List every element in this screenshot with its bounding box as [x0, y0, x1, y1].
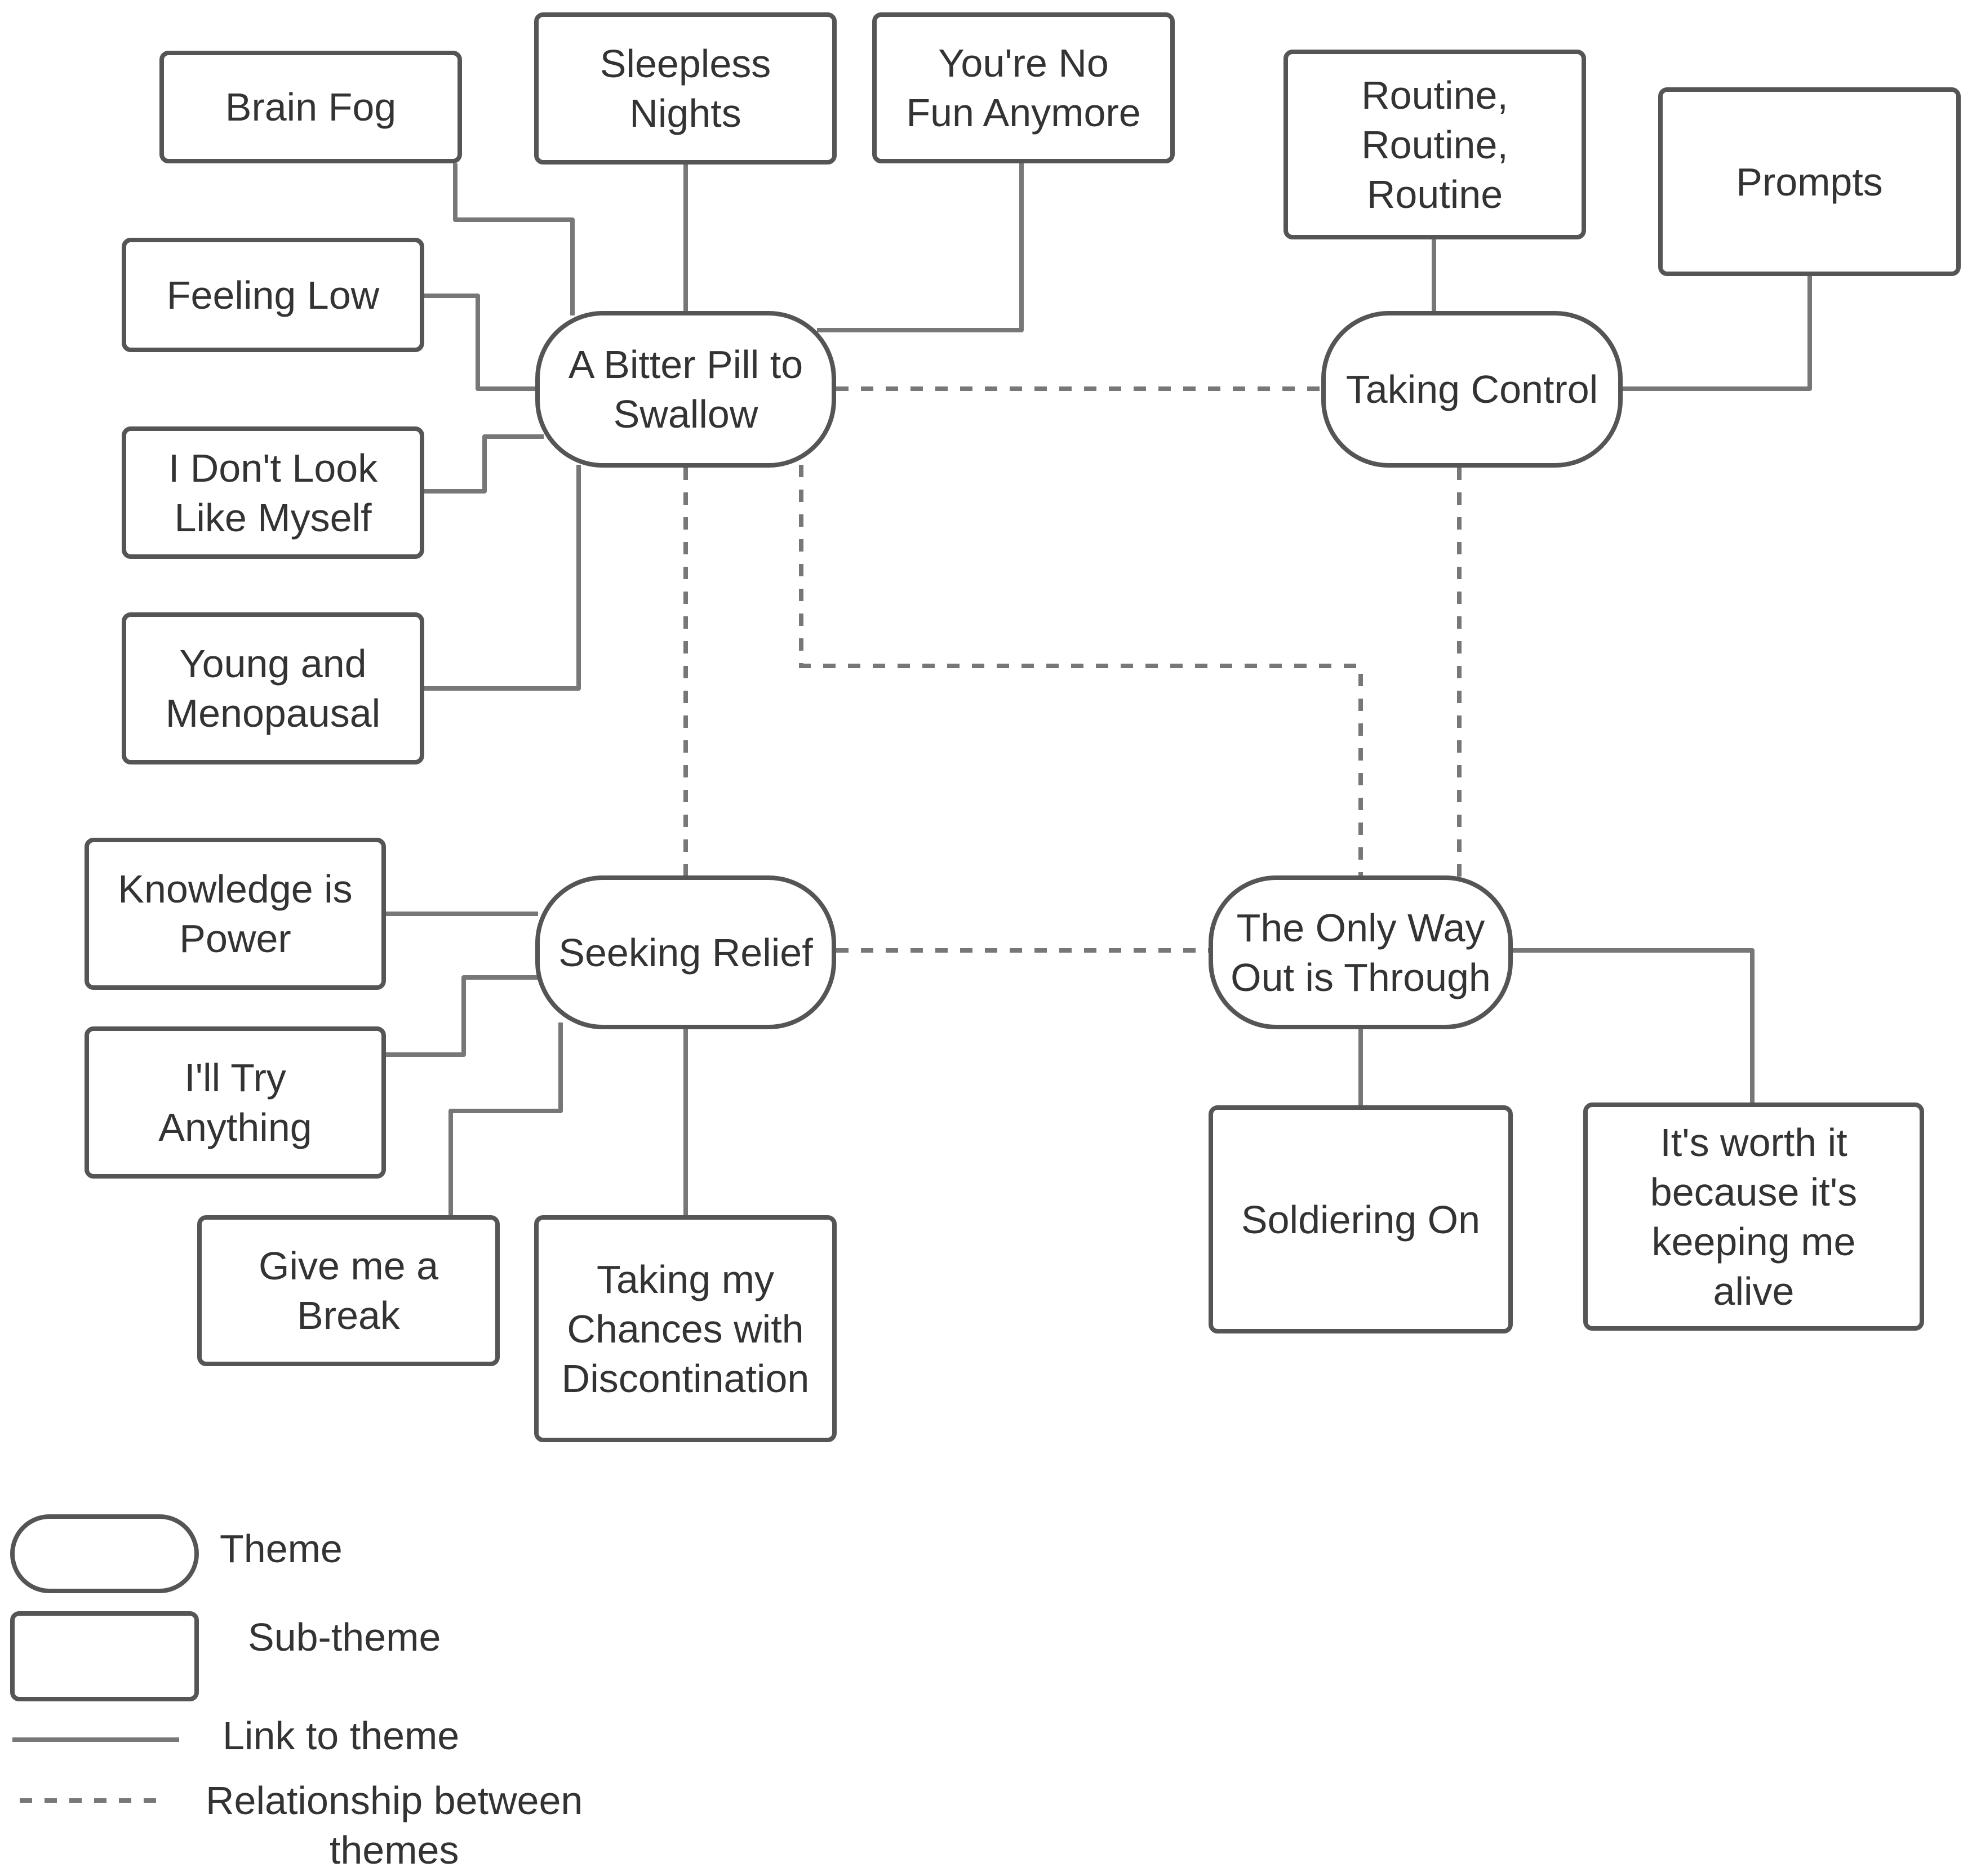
link-prompts: [1620, 276, 1812, 391]
subtheme-prompts: Prompts: [1658, 87, 1961, 276]
link-try-anything: [386, 975, 538, 1057]
theme-taking-control: Taking Control: [1321, 311, 1623, 468]
subtheme-give-me-a-break: Give me a Break: [197, 1215, 500, 1366]
link-brain-fog: [453, 163, 575, 315]
subtheme-dont-look-like-myself: I Don't Look Like Myself: [122, 426, 424, 559]
link-young: [424, 465, 581, 691]
subtheme-worth-it: It's worth it because it's keeping me al…: [1583, 1103, 1924, 1331]
legend-relationship-label: Relationship between themes: [206, 1779, 583, 1872]
subtheme-no-fun-anymore: You're No Fun Anymore: [872, 12, 1175, 163]
subtheme-taking-my-chances: Taking my Chances with Discontination: [534, 1215, 837, 1442]
theme-seeking-relief: Seeking Relief: [535, 875, 836, 1029]
subtheme-sleepless-nights: Sleepless Nights: [534, 12, 837, 165]
link-dont-look: [424, 434, 544, 494]
subtheme-brain-fog: Brain Fog: [159, 51, 462, 163]
legend-subtheme-shape: [10, 1611, 199, 1701]
legend-theme-label: Theme: [220, 1527, 343, 1571]
relation-bitter-through: [799, 465, 1363, 879]
subtheme-young-and-menopausal: Young and Menopausal: [122, 612, 424, 764]
subtheme-routine: Routine, Routine, Routine: [1283, 50, 1586, 239]
legend-theme-shape: [10, 1514, 199, 1593]
subtheme-try-anything: I'll Try Anything: [85, 1026, 386, 1179]
link-break: [448, 1023, 563, 1215]
legend-subtheme-label: Sub-theme: [248, 1615, 441, 1659]
subtheme-soldiering-on: Soldiering On: [1209, 1105, 1513, 1333]
theme-bitter-pill: A Bitter Pill to Swallow: [535, 311, 836, 468]
link-worth-it: [1513, 948, 1755, 1103]
link-feeling-low: [424, 294, 535, 391]
theme-only-way-through: The Only Way Out is Through: [1209, 875, 1513, 1029]
legend-link-label: Link to theme: [223, 1714, 460, 1758]
link-no-fun: [817, 163, 1024, 332]
subtheme-feeling-low: Feeling Low: [122, 238, 424, 352]
subtheme-knowledge-is-power: Knowledge is Power: [85, 838, 386, 990]
